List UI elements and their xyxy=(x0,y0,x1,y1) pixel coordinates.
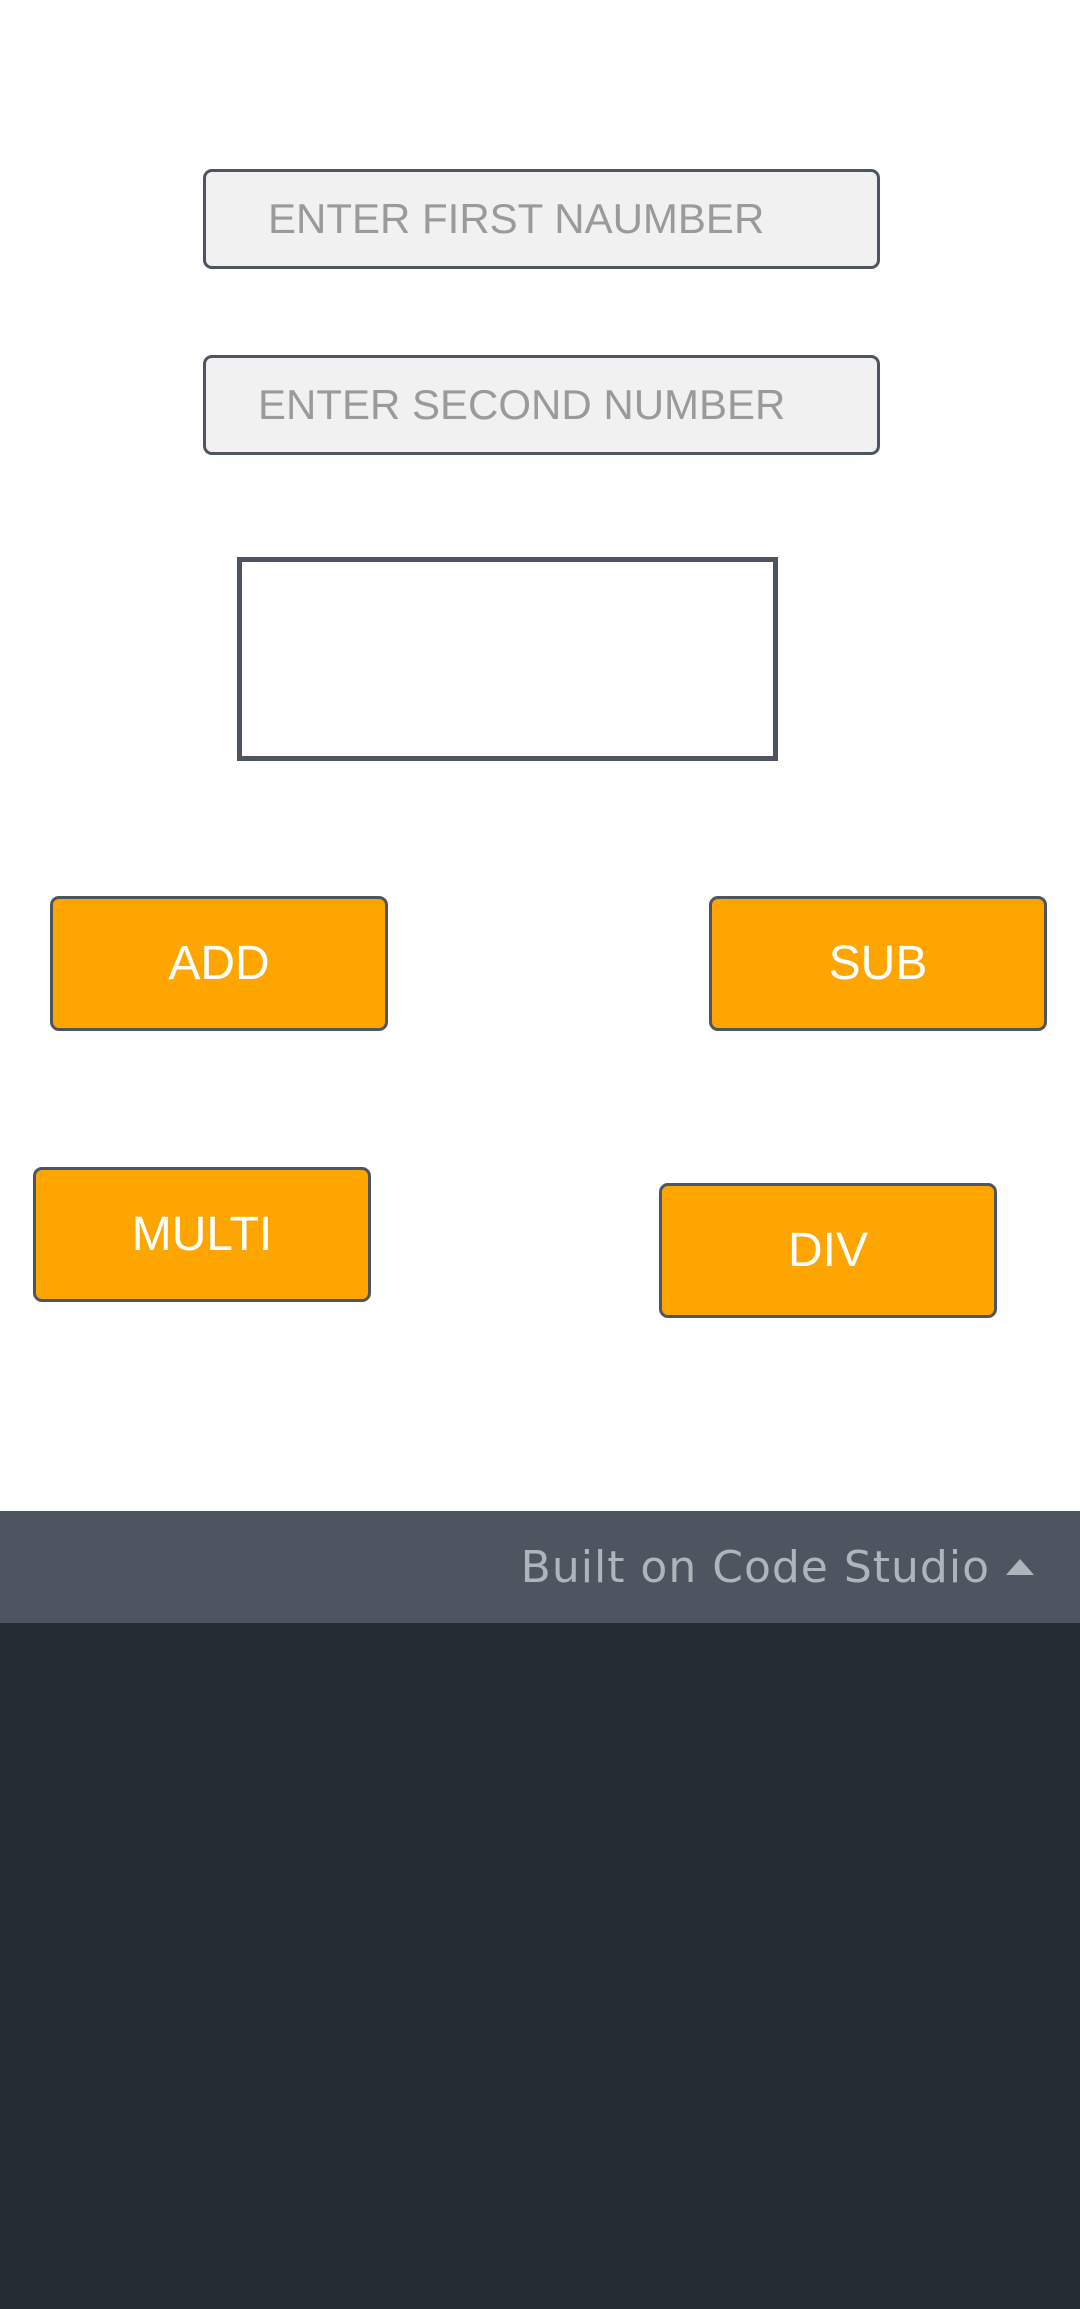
code-studio-footer[interactable]: Built on Code Studio xyxy=(0,1511,1080,1623)
divide-button-label: DIV xyxy=(787,1224,868,1277)
add-button[interactable]: ADD xyxy=(50,896,388,1031)
multiply-button[interactable]: MULTI xyxy=(33,1167,371,1302)
first-number-input[interactable] xyxy=(203,169,880,269)
multiply-button-label: MULTI xyxy=(131,1208,273,1261)
caret-up-icon xyxy=(1006,1559,1034,1575)
divide-button[interactable]: DIV xyxy=(659,1183,997,1318)
second-number-input[interactable] xyxy=(203,355,880,455)
result-display xyxy=(237,557,778,761)
dark-background-area xyxy=(0,1623,1080,2309)
subtract-button-label: SUB xyxy=(828,937,928,990)
add-button-label: ADD xyxy=(168,937,270,990)
subtract-button[interactable]: SUB xyxy=(709,896,1047,1031)
app-screen: ADD SUB MULTI DIV xyxy=(0,0,1080,1511)
footer-label: Built on Code Studio xyxy=(520,1541,990,1593)
